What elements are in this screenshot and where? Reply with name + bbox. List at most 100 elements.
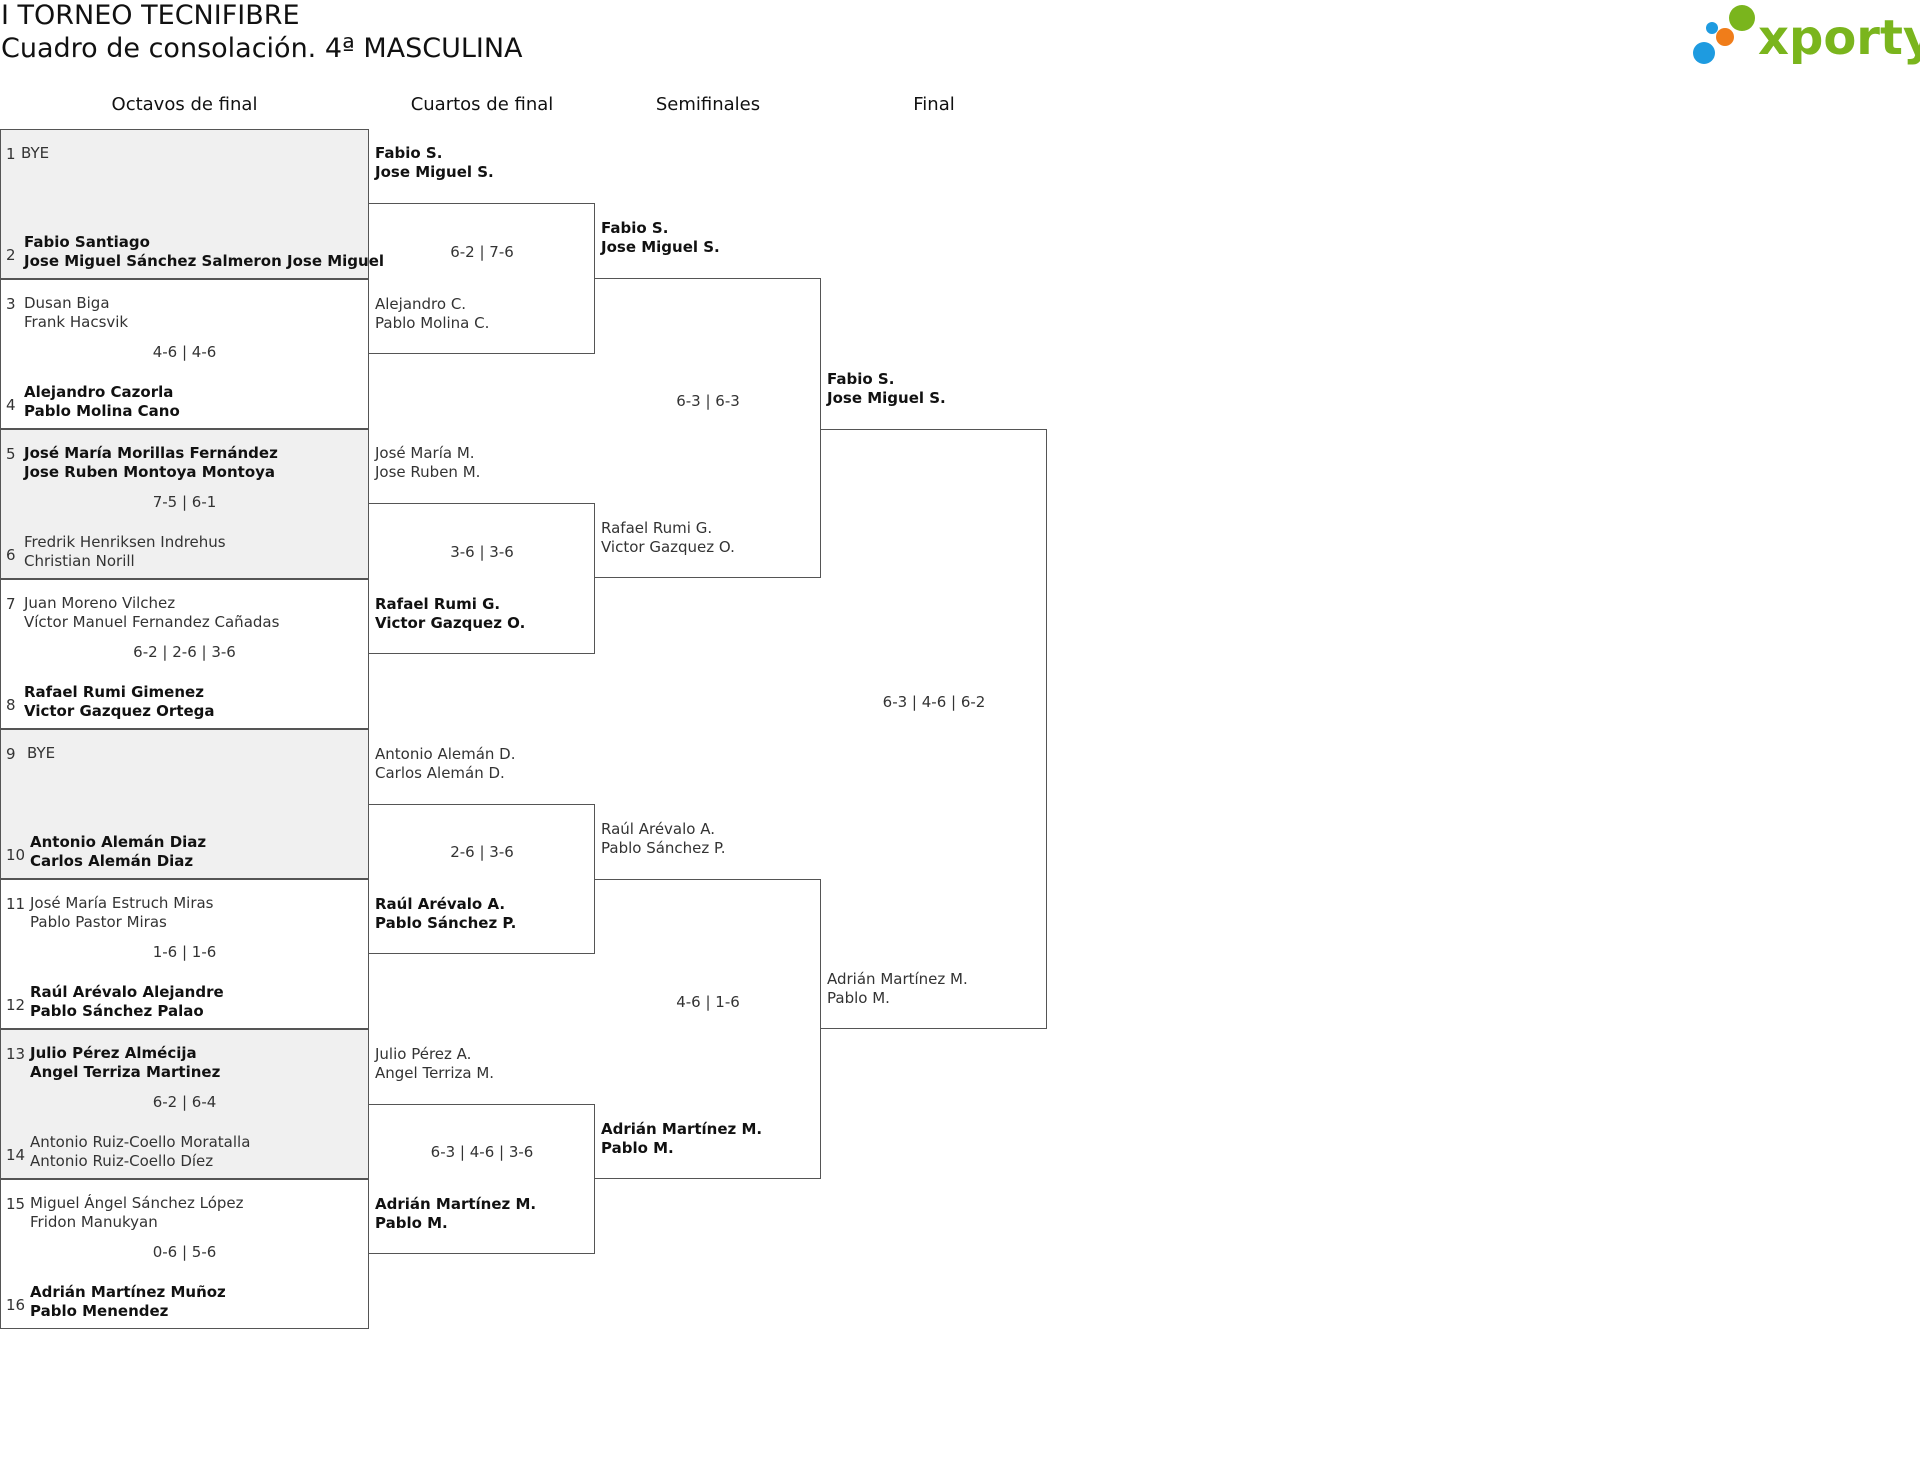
player-name: Rafael Rumi G. [375, 595, 501, 613]
seed-number: 15 [6, 1195, 26, 1213]
match-r16 [0, 1029, 369, 1179]
match-r16 [0, 879, 369, 1029]
seed-number: 9 [6, 745, 16, 763]
player-name: Jose Miguel S. [601, 238, 720, 256]
player-name: Fabio S. [375, 144, 443, 162]
seed-number: 4 [6, 396, 16, 414]
match-score: 3-6 | 3-6 [450, 542, 514, 561]
match-qf [369, 503, 595, 654]
player-name: Pablo Sánchez Palao [30, 1002, 204, 1020]
match-sf [595, 278, 821, 578]
player-name: Victor Gazquez O. [601, 538, 735, 556]
team-bottom: Adrián Martínez M.Pablo M. [375, 1195, 536, 1233]
seed-number: 1 [6, 145, 16, 163]
player-name: Frank Hacsvik [24, 313, 129, 331]
match-sf [595, 879, 821, 1179]
player-name: Christian Norill [24, 552, 135, 570]
seed-number: 5 [6, 445, 16, 463]
player-name: Victor Gazquez Ortega [24, 702, 215, 720]
logo-dot-orange [1716, 28, 1734, 46]
player-name: Carlos Alemán D. [375, 764, 505, 782]
team-top: BYE [27, 744, 55, 763]
player-name: Adrián Martínez Muñoz [30, 1283, 226, 1301]
player-name: José María Estruch Miras [30, 894, 214, 912]
team-top: José María M.Jose Ruben M. [375, 444, 480, 482]
match-r16 [0, 729, 369, 879]
seed-number: 3 [6, 295, 16, 313]
player-name: Raúl Arévalo Alejandre [30, 983, 224, 1001]
seed-number: 7 [6, 595, 16, 613]
match-r16 [0, 429, 369, 579]
match-r16 [0, 279, 369, 429]
round-header-final: Final [913, 94, 955, 115]
player-name: Fabio Santiago [24, 233, 150, 251]
player-name: Carlos Alemán Diaz [30, 852, 194, 870]
match-score: 7-5 | 6-1 [152, 493, 217, 511]
player-name: Pablo Sánchez P. [375, 914, 517, 932]
team-bottom: Alejandro C.Pablo Molina C. [375, 295, 489, 333]
team-bottom: Raúl Arévalo A.Pablo Sánchez P. [375, 895, 516, 933]
seed-number: 12 [6, 996, 26, 1014]
draw-subtitle: Cuadro de consolación. 4ª MASCULINA [1, 33, 523, 64]
logo-text: xporty [1758, 10, 1920, 66]
player-name: Dusan Biga [24, 294, 110, 312]
player-name: Antonio Alemán D. [375, 745, 516, 763]
player-name: Pablo M. [827, 989, 890, 1007]
player-name: Adrián Martínez M. [827, 970, 968, 988]
seed-number: 10 [6, 846, 26, 864]
seed-number: 2 [6, 246, 16, 264]
player-name: Victor Gazquez O. [375, 614, 526, 632]
player-name: Julio Pérez A. [375, 1045, 472, 1063]
player-name: Alejandro C. [375, 295, 467, 313]
player-name: Jose Miguel S. [375, 163, 494, 181]
player-name: Pablo Sánchez P. [601, 839, 726, 857]
round-header-qf: Cuartos de final [410, 94, 554, 115]
player-name: Fabio S. [827, 370, 895, 388]
player-name: Jose Miguel S. [827, 389, 946, 407]
match-score: 6-2 | 2-6 | 3-6 [133, 643, 236, 661]
player-name: Antonio Ruiz-Coello Díez [30, 1152, 214, 1170]
seed-number: 14 [6, 1146, 26, 1164]
player-name: Julio Pérez Almécija [30, 1044, 197, 1062]
seed-number: 13 [6, 1045, 26, 1063]
player-name: Pablo M. [601, 1139, 674, 1157]
match-score: 6-3 | 6-3 [676, 392, 740, 410]
player-name: Miguel Ángel Sánchez López [30, 1194, 244, 1212]
player-name: Raúl Arévalo A. [601, 820, 716, 838]
match-qf [369, 1104, 595, 1254]
player-name: Pablo M. [375, 1214, 448, 1232]
match-score: 4-6 | 4-6 [152, 343, 217, 361]
player-name: Jose Ruben M. [375, 463, 481, 481]
team-top: Fabio S.Jose Miguel S. [827, 370, 946, 408]
team-top: Raúl Arévalo A.Pablo Sánchez P. [601, 820, 726, 858]
player-name: Angel Terriza Martinez [30, 1063, 221, 1081]
match-final [821, 429, 1047, 1029]
player-name: Adrián Martínez M. [375, 1195, 537, 1213]
team-bottom: Rafael Rumi G.Victor Gazquez O. [601, 519, 735, 557]
player-name: Pablo Molina C. [375, 314, 490, 332]
match-score: 6-2 | 7-6 [450, 242, 514, 261]
player-name: Pablo Molina Cano [24, 402, 180, 420]
logo-dot-green [1729, 5, 1755, 31]
team-top: BYE [21, 144, 49, 163]
team-top: Antonio Alemán D.Carlos Alemán D. [375, 745, 516, 783]
xporty-logo: xporty [1693, 5, 1920, 66]
match-r16 [0, 129, 369, 279]
team-top: Julio Pérez A.Angel Terriza M. [375, 1045, 494, 1083]
player-name: Alejandro Cazorla [24, 383, 174, 401]
player-name: Antonio Alemán Diaz [30, 833, 207, 851]
team-bottom: Adrián Martínez M.Pablo M. [827, 970, 968, 1008]
seed-number: 11 [6, 895, 26, 913]
seed-number: 16 [6, 1296, 26, 1314]
player-name: Adrián Martínez M. [601, 1120, 763, 1138]
